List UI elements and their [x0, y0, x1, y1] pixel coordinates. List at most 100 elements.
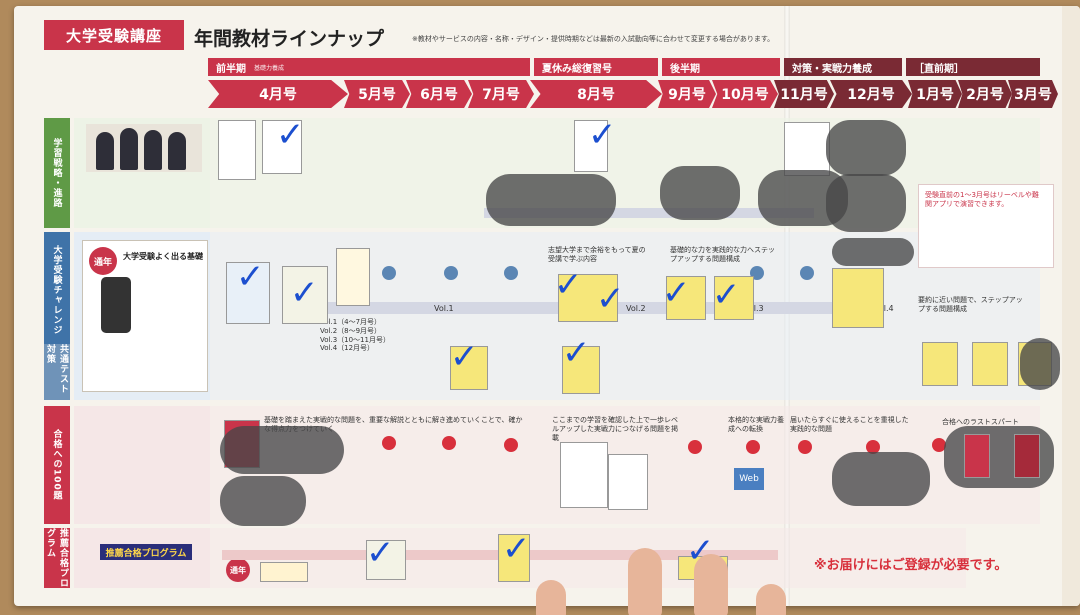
- hundred-dot-jan: [932, 438, 946, 452]
- phase-label: 対策・実戦力養成: [792, 63, 872, 75]
- phase-first-half: 前半期 基礎力養成: [208, 58, 530, 76]
- suisen-year-round-badge: 通年: [226, 558, 250, 582]
- phase-sub: 基礎力養成: [254, 64, 285, 72]
- check-mark: ✓: [276, 115, 305, 155]
- month-jan: 1月号: [908, 80, 962, 108]
- challenge-book-sep: [666, 276, 706, 320]
- vol-list: Vol.1（4〜7月号） Vol.2（8〜9月号） Vol.3（10〜11月号）…: [320, 318, 390, 353]
- hundred-dot-may: [382, 436, 396, 450]
- check-mark: ✓: [236, 257, 265, 297]
- month-dec: 12月号: [830, 80, 912, 108]
- suisen-item-jun: [366, 540, 406, 580]
- row-label-kyotsu: 共通テスト対策: [44, 344, 70, 400]
- challenge-late-text: 要約に近い問題で、ステップアップする問題構成: [918, 296, 1023, 313]
- kyotsu-book-jul: [450, 346, 488, 390]
- month-apr: 4月号: [208, 80, 348, 108]
- redaction-blot: [660, 166, 740, 220]
- phase-label: 前半期: [216, 63, 246, 75]
- month-mar: 3月号: [1008, 80, 1058, 108]
- hundred-dot-sep: [688, 440, 702, 454]
- finger: [628, 548, 662, 615]
- row-label-hundred: 合格への100題: [44, 406, 70, 524]
- challenge-dot-may: [382, 266, 396, 280]
- redaction-blot: [220, 426, 344, 474]
- month-may: 5月号: [344, 80, 410, 108]
- hundred-dot-jul: [504, 438, 518, 452]
- month-feb: 2月号: [958, 80, 1012, 108]
- phase-label: ［直前期］: [914, 63, 964, 75]
- redaction-blot: [826, 174, 906, 232]
- suisen-item-aug: [498, 534, 530, 582]
- yoku-deru-kiso-card: 通年 大学受験よく出る基礎: [82, 240, 208, 392]
- strategy-late-note-box: 受験直前の1〜3月号はリーベルや難関アプリで演習できます。: [918, 184, 1054, 268]
- row-label-suisen: 推薦合格プログラム: [44, 528, 70, 588]
- check-mark: ✓: [502, 529, 531, 569]
- phase-final: ［直前期］: [906, 58, 1040, 76]
- finger: [756, 584, 786, 615]
- year-round-badge: 通年: [89, 247, 117, 275]
- month-aug: 8月号: [530, 80, 662, 108]
- redaction-blot: [486, 174, 616, 226]
- check-mark: ✓: [290, 273, 319, 313]
- hundred-dot-jun: [442, 436, 456, 450]
- challenge-dot-jun: [444, 266, 458, 280]
- hundred-book-jan-1: [964, 434, 990, 478]
- registration-note: ※お届けにはご登録が必要です。: [814, 558, 1008, 573]
- check-mark: ✓: [450, 337, 479, 377]
- strategy-book-nov: [784, 122, 830, 176]
- web-badge: Web: [734, 468, 764, 490]
- challenge-dot-nov: [800, 266, 814, 280]
- strategy-book-apr-1: [218, 120, 256, 180]
- challenge-book-apr-3: [336, 248, 370, 306]
- app-title: 大学受験よく出る基礎: [123, 252, 203, 261]
- phase-label: 夏休み総復習号: [542, 63, 612, 75]
- header-note: ※教材やサービスの内容・名称・デザイン・提供時期などは最新の入試動向等に合わせて…: [412, 35, 775, 43]
- hundred-summer-text: ここまでの学習を確認した上で一歩レベルアップした実戦力につなげる問題を掲載: [552, 416, 678, 442]
- challenge-later-text: 基礎的な力を実践的な力へステップアップする問題構成: [670, 246, 775, 263]
- challenge-book-oct: [714, 276, 754, 320]
- hundred-later-text: 本格的な実戦力養成への転換: [728, 416, 784, 433]
- phase-practice: 対策・実戦力養成: [784, 58, 902, 76]
- brochure-page: 大学受験講座 年間教材ラインナップ ※教材やサービスの内容・名称・デザイン・提供…: [14, 6, 1080, 606]
- month-sep: 9月号: [658, 80, 716, 108]
- kyotsu-book-feb: [972, 342, 1008, 386]
- check-mark: ✓: [554, 265, 583, 305]
- redaction-blot: [1020, 338, 1060, 390]
- phone-illustration: [101, 277, 131, 333]
- challenge-summer-text: 志望大学まで余裕をもって夏の受講で学ぶ内容: [548, 246, 646, 263]
- check-mark: ✓: [662, 273, 691, 313]
- finger: [536, 580, 566, 615]
- hundred-book-aug-1: [560, 442, 608, 508]
- brand-label: 大学受験講座: [44, 20, 184, 50]
- hundred-dot-nov: [798, 440, 812, 454]
- check-mark: ✓: [596, 279, 625, 319]
- strategy-book-apr-2: [262, 120, 302, 174]
- kyotsu-book-aug: [562, 346, 600, 394]
- strategy-book-aug: [574, 120, 608, 172]
- check-mark: ✓: [588, 115, 617, 155]
- month-oct: 10月号: [712, 80, 778, 108]
- suisen-program-logo: 推薦合格プログラム: [100, 544, 192, 560]
- vol-2-label: Vol.2: [626, 304, 646, 313]
- hundred-final-text: 合格へのラストスパート: [942, 418, 1019, 426]
- check-mark: ✓: [562, 333, 591, 373]
- vol-list-item: Vol.3（10〜11月号）: [320, 335, 390, 344]
- suisen-item-apr: [260, 562, 308, 582]
- vol-list-item: Vol.2（8〜9月号）: [320, 326, 382, 335]
- vol-list-item: Vol.4（12月号）: [320, 344, 375, 353]
- check-mark: ✓: [712, 275, 741, 315]
- challenge-book-dec: [832, 268, 884, 328]
- phase-summer: 夏休み総復習号: [534, 58, 658, 76]
- challenge-dot-jul: [504, 266, 518, 280]
- check-mark: ✓: [366, 533, 395, 573]
- month-nov: 11月号: [774, 80, 834, 108]
- right-page-edge: [1062, 6, 1080, 606]
- redaction-blot: [832, 238, 914, 266]
- hundred-dot-dec: [866, 440, 880, 454]
- redaction-blot: [832, 452, 930, 506]
- vol-1-label: Vol.1: [434, 304, 454, 313]
- staff-photo: [86, 124, 202, 172]
- strategy-lane: [484, 208, 814, 218]
- challenge-book-apr-1: [226, 262, 270, 324]
- challenge-book-apr-2: [282, 266, 328, 324]
